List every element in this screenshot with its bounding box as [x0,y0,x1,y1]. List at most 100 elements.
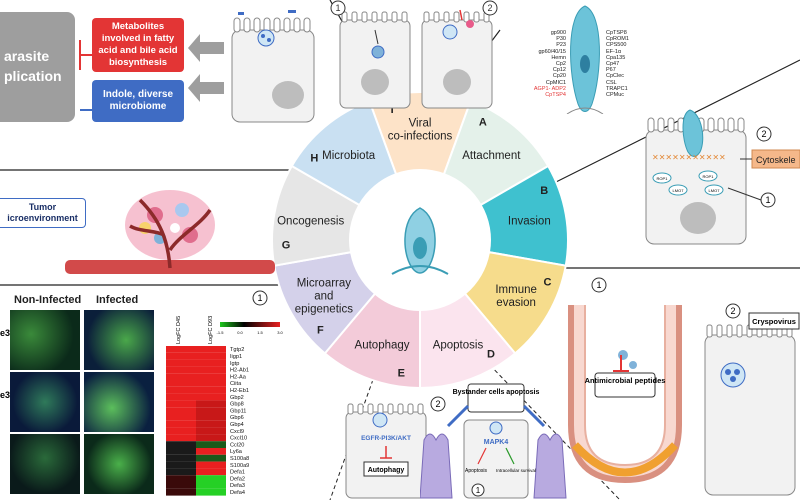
protein-label: EF-1α [606,48,622,55]
gene-label: Cxcl10 [230,436,247,442]
heatmap-cell [196,461,226,469]
scale-tick: 3.0 [277,330,283,335]
gene-label: Gbp2 [230,395,244,401]
microarray-badge: 1 [257,293,262,303]
protein-label: Cpa135 [606,54,626,61]
tumor-microenvironment-label: Tumor icroenvironment [0,198,86,228]
heatmap-cell [196,386,226,394]
sporozoite-icon [566,5,604,114]
protein-label: CSL [606,79,617,86]
invasion-badge-2: 2 [761,129,766,139]
protein-label: CpROM1 [606,36,629,43]
apoptosis-badge-2: 2 [435,399,440,409]
micrograph [10,310,80,370]
protein-label-red: CpTSP4 [545,92,566,99]
wheel-label-g: Oncogenesis [277,216,344,228]
heatmap-cell [166,454,196,462]
tumor-illustration [65,190,275,274]
gene-label: H2-Eb1 [230,388,249,394]
bystander-label: Bystander cells apoptosis [453,389,540,396]
heatmap-cell [196,427,226,435]
gene-label: Defa4 [230,490,245,496]
gene-label: H2-Aa [230,374,247,380]
heatmap-cell [166,407,196,414]
heatmap-cell [196,366,226,374]
parasite-replication-label: arasite plication [4,48,62,84]
heatmap-cell [196,400,226,408]
wheel-letter-i: I [391,104,394,116]
wheel-letter-a: A [479,117,487,129]
heatmap-cell [196,488,226,496]
heatmap-cell [196,380,226,387]
heatmap-cell [196,393,226,401]
micrograph [10,372,80,432]
lmo7-label-b: LMO7 [709,188,721,193]
heatmap-cell [196,482,226,489]
heatmap-cell [196,414,226,421]
wheel-label-h: Microbiota [322,150,376,162]
heatmap-cell [166,352,196,360]
micrograph-grid [10,310,155,494]
rop1-label-b: ROP1 [703,174,715,179]
gene-label: Gbp6 [230,415,244,421]
gene-label: Gbp11 [230,408,246,414]
heatmap-cell [166,366,196,374]
heatmap-cell [166,414,196,421]
immune-evasion-illustration: 1 Antimicrobial peptides 2 Cryspovirus [568,277,800,496]
infected-header: Infected [96,294,139,306]
wheel-letter-b: B [540,185,548,197]
heatmap-cell [196,420,226,428]
row-label-2: e3 [0,390,11,400]
cryspovirus-label: Cryspovirus [752,317,796,326]
wheel-letter-h: H [310,153,318,165]
heatmap-cell [166,373,196,380]
survival-result-label: Intracellular survival [496,468,536,473]
immune-badge-2: 2 [730,306,735,316]
apoptosis-badge-1: 1 [476,486,481,495]
gene-label: Gbp4 [230,422,244,428]
heatmap-col-header: LogFC D45 [176,316,182,344]
apoptosis-illustration: Bystander cells apoptosis MAPK4 Apoptosi… [420,383,567,499]
protein-label: CPS500 [606,42,627,49]
protein-label: Cp20 [552,73,566,80]
protein-label: CpTSP8 [606,30,627,36]
metabolites-box: Metabolites involved in fatty acid and b… [92,18,184,72]
heatmap-cell [166,427,196,435]
invasion-badge-1: 1 [765,195,770,205]
heatmap-cell [196,407,226,414]
gene-label: Defa3 [230,483,245,489]
wheel-label-e: Autophagy [355,339,410,351]
heatmap-cell [196,346,226,353]
heatmap-cell [196,468,226,476]
heatmap-scale [220,322,280,327]
heatmap-cell [166,482,196,489]
mapk4-label: MAPK4 [484,439,509,446]
scale-tick: -1.5 [217,330,225,335]
gene-label: S100a8 [230,456,249,462]
gene-label: Igtp [230,361,239,367]
heatmap-cell [196,454,226,462]
gene-label: Ccl20 [230,442,244,448]
heatmap-cell [166,393,196,401]
heatmap-cell [166,346,196,353]
heatmap-cell [166,468,196,476]
viral-badge-1: 1 [335,3,340,13]
non-infected-header: Non-Infected [14,294,82,306]
wheel-label-d: Apoptosis [433,339,484,351]
autophagy-result-label: Autophagy [368,467,405,474]
protein-label: Hemn [551,54,566,61]
viral-coinfection-illustration: 1 2 [330,0,498,109]
micrograph [84,310,154,370]
gray-arrows [188,34,224,102]
heatmap-cell [196,448,226,455]
metabolites-label: Metabolites involved in fatty acid and b… [98,21,178,68]
gene-label: Gbp8 [230,402,244,408]
micrograph [84,434,154,494]
viral-badge-2: 2 [487,3,492,13]
gene-label: Cxcl9 [230,429,244,435]
gene-label: Defa2 [230,476,245,482]
